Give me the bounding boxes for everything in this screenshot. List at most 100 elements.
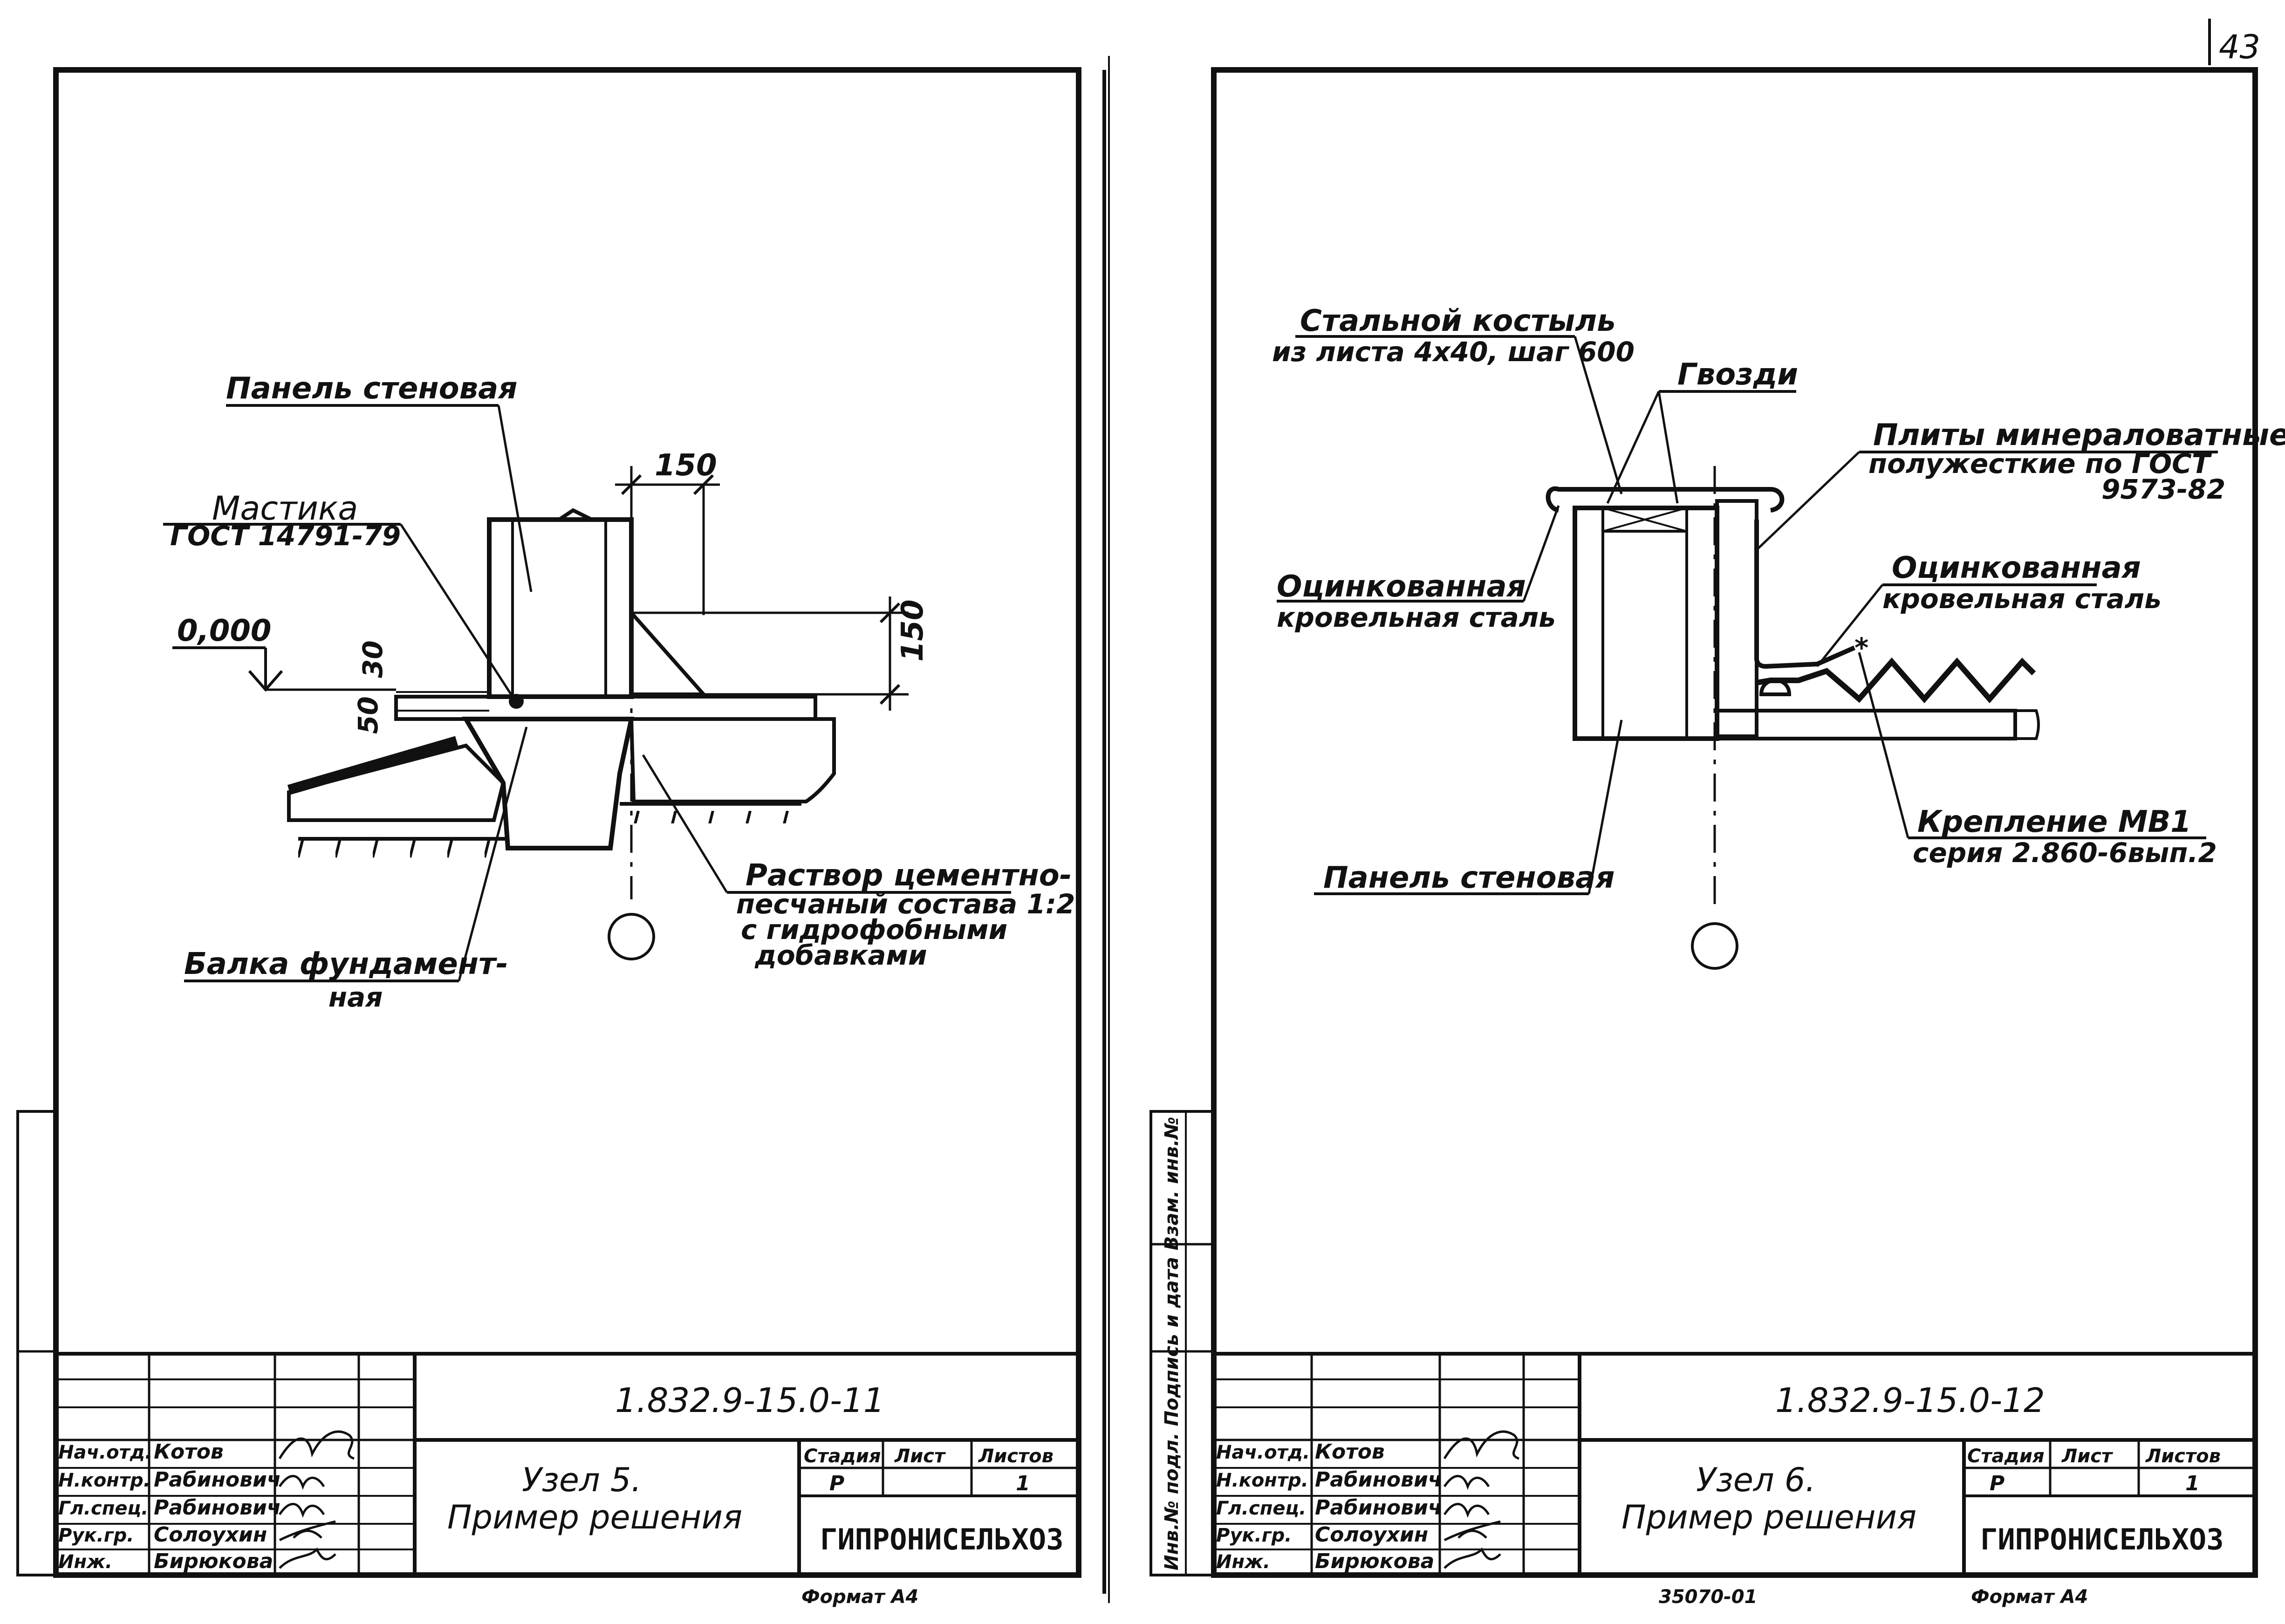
right-name-3: Рабинович bbox=[1315, 1496, 1442, 1520]
right-title-block: Нач.отд. Н.контр. Гл.спец. Рук.гр. Инж. … bbox=[1212, 1352, 2257, 1608]
ground-hatch-right bbox=[624, 805, 801, 823]
left-signature-4 bbox=[279, 1520, 336, 1542]
axis-marker bbox=[608, 913, 655, 960]
page-number: 43 bbox=[2219, 28, 2260, 66]
left-name-1: Котов bbox=[154, 1440, 224, 1464]
label-fixing-2: серия 2.860-6вып.2 bbox=[1913, 837, 2217, 869]
wall-panel-section-right bbox=[1573, 506, 1719, 741]
right-format: Формат А4 bbox=[1971, 1586, 2088, 1608]
left-format: Формат А4 bbox=[801, 1586, 918, 1608]
roof-insulation bbox=[1715, 709, 2017, 740]
left-detail-drawing: 150 150 30 50 0,000 Панель стеновая Маст… bbox=[163, 371, 1075, 1013]
right-role-3: Гл.спец. bbox=[1216, 1498, 1306, 1519]
dim-50: 50 bbox=[352, 696, 384, 734]
left-doc-code: 1.832.9-15.0-11 bbox=[615, 1381, 885, 1420]
label-mastic: Мастика bbox=[212, 489, 358, 528]
wall-panel-section bbox=[487, 517, 634, 699]
label-mortar-3: с гидрофобными bbox=[741, 914, 1007, 946]
mastic-joint bbox=[509, 694, 524, 709]
label-wall-panel: Панель стеновая bbox=[226, 371, 517, 406]
right-role-4: Рук.гр. bbox=[1216, 1525, 1292, 1546]
left-title-1: Узел 5. bbox=[522, 1461, 642, 1499]
right-stage: Р bbox=[1990, 1472, 2005, 1495]
right-name-5: Бирюкова bbox=[1315, 1549, 1434, 1573]
left-title-block: Нач.отд. Н.контр. Гл.спец. Рук.гр. Инж. … bbox=[54, 1352, 1081, 1608]
right-detail-drawing: * Стальной костыль из листа 4х40, шаг 60… bbox=[1272, 304, 2285, 970]
left-signature-3 bbox=[278, 1503, 325, 1518]
right-name-4: Солоухин bbox=[1315, 1523, 1428, 1547]
left-name-2: Рабинович bbox=[154, 1468, 281, 1492]
label-plates-3: 9573-82 bbox=[2101, 473, 2225, 505]
left-sheet bbox=[16, 56, 1110, 1603]
label-beam-2: ная bbox=[328, 981, 383, 1013]
left-stage: Р bbox=[829, 1472, 844, 1495]
left-h-sheet: Лист bbox=[894, 1446, 946, 1467]
blind-area-coating bbox=[287, 736, 458, 795]
right-h-stage: Стадия bbox=[1967, 1446, 2045, 1467]
dim-30: 30 bbox=[357, 640, 389, 678]
axis-marker-right bbox=[1691, 922, 1738, 970]
left-role-4: Рук.гр. bbox=[58, 1525, 134, 1546]
left-h-stage: Стадия bbox=[804, 1446, 881, 1467]
left-sheet-frame bbox=[53, 67, 1081, 1578]
left-h-sheets: Листов bbox=[978, 1446, 1054, 1467]
right-role-2: Н.контр. bbox=[1216, 1470, 1308, 1491]
label-steel-right-2: кровельная сталь bbox=[1882, 583, 2162, 615]
left-signature-1 bbox=[278, 1430, 355, 1460]
parapet-cap bbox=[1546, 486, 1785, 513]
right-sheets: 1 bbox=[2185, 1472, 2200, 1495]
ground-hatch-left bbox=[298, 840, 503, 858]
right-title-1: Узел 6. bbox=[1696, 1461, 1816, 1499]
left-role-3: Гл.спец. bbox=[58, 1498, 148, 1519]
label-plates-2: полужесткие по ГОСТ bbox=[1868, 448, 2212, 480]
left-role-2: Н.контр. bbox=[58, 1470, 151, 1491]
label-mortar-2: песчаный состава 1:2 bbox=[736, 888, 1075, 920]
label-plates-1: Плиты минераловатные bbox=[1873, 418, 2285, 452]
label-mortar-1: Раствор цементно- bbox=[746, 858, 1072, 893]
right-signature-3 bbox=[1443, 1503, 1490, 1518]
left-role-5: Инж. bbox=[58, 1551, 112, 1573]
label-wall-panel-right: Панель стеновая bbox=[1323, 861, 1615, 895]
label-steel-left-1: Оцинкованная bbox=[1277, 569, 1526, 604]
label-steel-right-1: Оцинкованная bbox=[1892, 551, 2141, 585]
label-nails: Гвозди bbox=[1677, 357, 1798, 392]
right-signature-5 bbox=[1444, 1547, 1501, 1569]
left-name-4: Солоухин bbox=[154, 1523, 267, 1547]
label-crutch-1: Стальной костыль bbox=[1300, 304, 1616, 338]
side-stamp-text: Инв.№ подл. Подпись и дата Взам. инв.№ bbox=[1161, 1117, 1183, 1570]
left-org: ГИПРОНИСЕЛЬХОЗ bbox=[820, 1522, 1064, 1556]
right-org: ГИПРОНИСЕЛЬХОЗ bbox=[1980, 1522, 2224, 1556]
label-crutch-2: из листа 4х40, шаг 600 bbox=[1272, 336, 1635, 368]
right-doc-code: 1.832.9-15.0-12 bbox=[1775, 1381, 2045, 1420]
right-title-2: Пример решения bbox=[1621, 1498, 1916, 1536]
right-signature-1 bbox=[1443, 1430, 1519, 1460]
left-binding-strip bbox=[16, 1110, 57, 1576]
right-h-sheets: Листов bbox=[2145, 1446, 2221, 1467]
profiled-roof-sheet bbox=[1756, 657, 2036, 704]
blind-area bbox=[287, 743, 506, 822]
left-name-3: Рабинович bbox=[154, 1496, 281, 1520]
label-mortar-4: добавками bbox=[754, 939, 927, 971]
foundation-beam bbox=[462, 717, 635, 850]
right-signature-2 bbox=[1443, 1475, 1490, 1490]
floor-base bbox=[629, 717, 836, 803]
dim-150-top: 150 bbox=[655, 448, 717, 483]
side-stamp-strip bbox=[1149, 1110, 1215, 1576]
dim-150-right: 150 bbox=[896, 599, 930, 662]
right-role-1: Нач.отд. bbox=[1216, 1442, 1310, 1463]
right-name-2: Рабинович bbox=[1315, 1468, 1442, 1492]
right-signature-4 bbox=[1444, 1520, 1501, 1542]
mortar-fillet bbox=[629, 608, 708, 696]
left-signature-5 bbox=[279, 1547, 336, 1569]
left-role-1: Нач.отд. bbox=[58, 1442, 152, 1463]
flashing-steel bbox=[1754, 520, 1856, 669]
bottom-code: 35070-01 bbox=[1659, 1586, 1757, 1608]
right-name-1: Котов bbox=[1315, 1440, 1385, 1464]
floor-screed bbox=[394, 695, 817, 721]
right-role-5: Инж. bbox=[1216, 1551, 1270, 1573]
label-beam-1: Балка фундамент- bbox=[184, 947, 508, 981]
left-signature-2 bbox=[278, 1475, 325, 1490]
right-h-sheet: Лист bbox=[2061, 1446, 2114, 1467]
label-fixing-1: Крепление МВ1 bbox=[1917, 805, 2191, 839]
